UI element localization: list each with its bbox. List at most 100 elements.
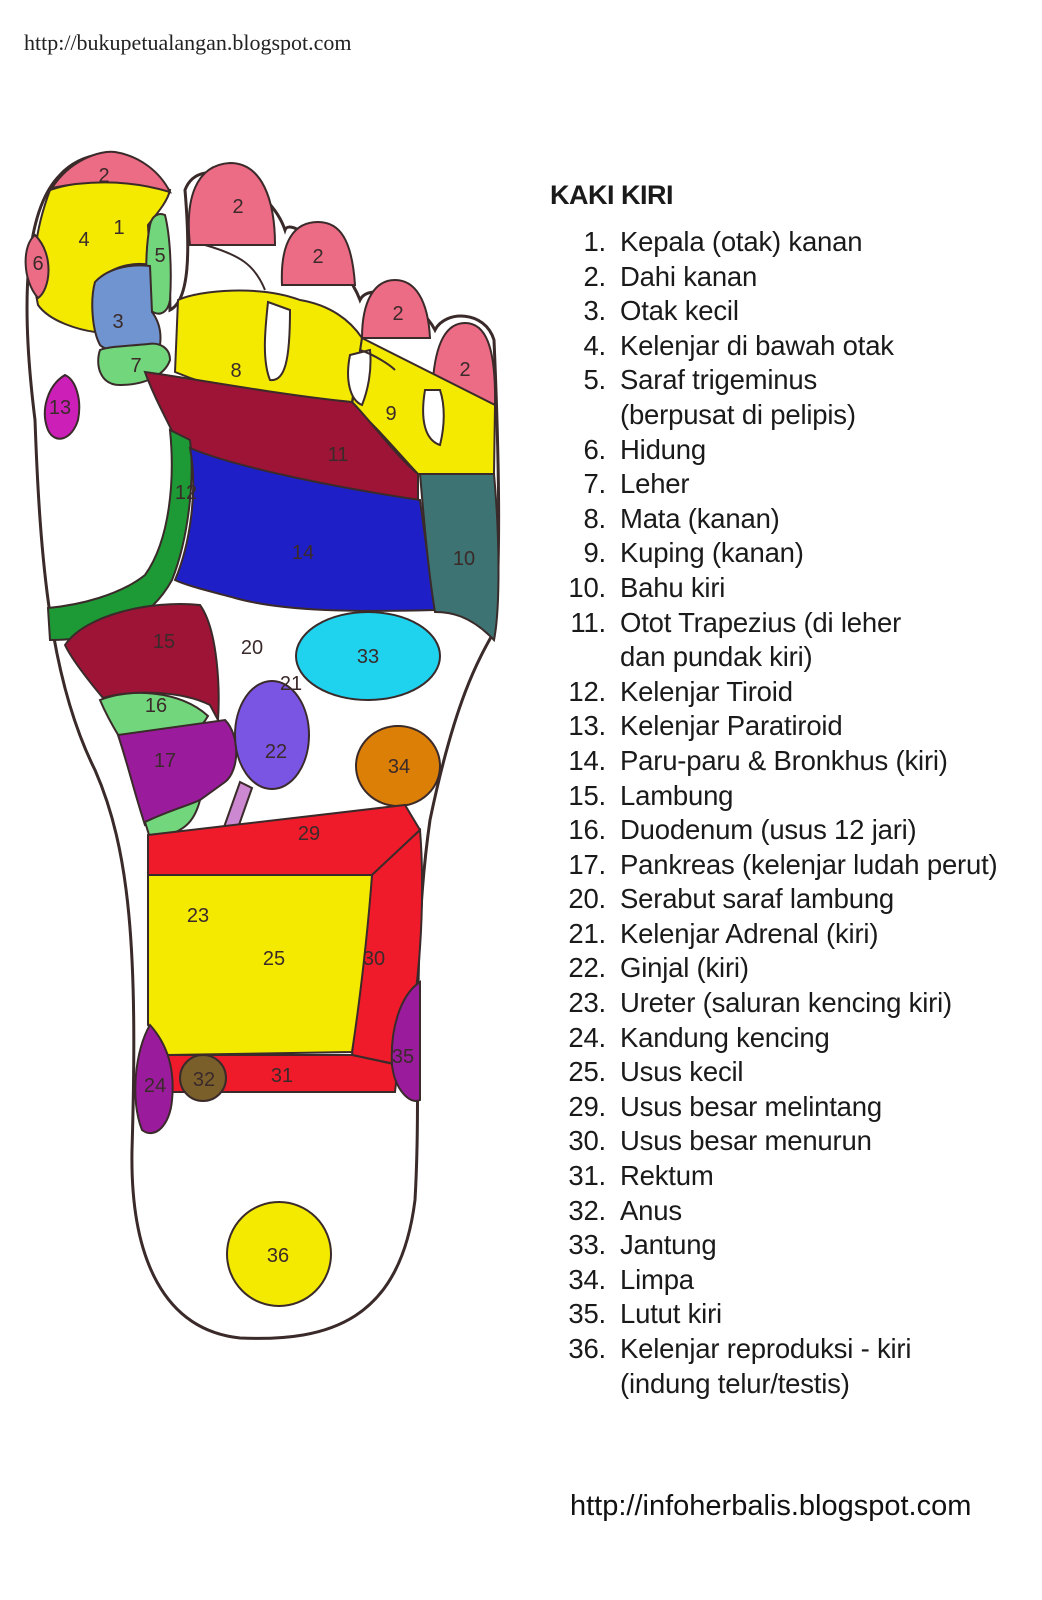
zone-13-parathyroid (43, 373, 81, 440)
legend-item-text: Kelenjar Tiroid (620, 675, 793, 707)
legend-item: 3.Otak kecil (548, 294, 1028, 329)
legend-item-number: 14. (568, 744, 606, 776)
legend-item-text: Kelenjar Adrenal (kiri) (620, 917, 879, 949)
legend-item: 29. Usus besar melintang (548, 1090, 1028, 1125)
legend-item-number: 34. (568, 1263, 606, 1295)
zone-label-31: 31 (271, 1065, 293, 1087)
zone-6-nose (24, 233, 50, 300)
legend-item-text: Bahu kiri (620, 571, 726, 603)
zone-label-11: 11 (328, 444, 349, 466)
legend-item-number: 20. (568, 883, 606, 915)
zone-label-24: 24 (144, 1075, 166, 1097)
legend-item-number: 21. (568, 917, 606, 949)
zone-label-2-toe5: 2 (459, 359, 470, 381)
zone-label-36: 36 (267, 1245, 289, 1267)
legend-item: 20. Serabut saraf lambung (548, 882, 1028, 917)
zone-label-2-toe4: 2 (392, 303, 403, 325)
zone-2-toe-4 (360, 278, 432, 339)
legend-item: 23. Ureter (saluran kencing kiri) (548, 986, 1028, 1021)
legend-item: 25.Usus kecil (548, 1055, 1028, 1090)
legend-item: 21. Kelenjar Adrenal (kiri) (548, 917, 1028, 952)
zone-2-toe-2 (187, 161, 277, 246)
zone-label-34: 34 (388, 756, 410, 778)
legend-item-number: 4. (583, 329, 606, 361)
legend-item-number: 11. (570, 606, 606, 638)
legend-item: 7. Leher (548, 467, 1028, 502)
legend-item-number: 29. (568, 1090, 606, 1122)
source-url-top: http://bukupetualangan.blogspot.com (24, 30, 352, 55)
legend-item-text: Limpa (620, 1263, 694, 1295)
legend-item-number: 1. (583, 226, 606, 257)
legend-item-number: 36. (568, 1333, 606, 1364)
legend-item: 30.Usus besar menurun (548, 1124, 1028, 1159)
legend-item-number: 23. (568, 987, 606, 1019)
legend-item: 31.Rektum (548, 1159, 1028, 1194)
zone-label-20: 20 (241, 637, 263, 659)
legend-item-text: Usus besar menurun (620, 1125, 872, 1157)
zone-33-heart (295, 611, 441, 701)
legend-item-number: 2. (583, 260, 606, 292)
legend-item-text: Leher (620, 468, 690, 500)
legend-item: 34. Limpa (548, 1263, 1028, 1298)
legend-item: 36. Kelenjar reproduksi - kiri (indung te… (548, 1332, 1028, 1401)
legend-item: 11.Otot Trapezius (di leher dan pundak k… (548, 606, 1028, 675)
zone-label-23: 23 (187, 905, 209, 927)
legend-item-text: Ginjal (kiri) (620, 952, 749, 984)
legend-item-number: 15. (568, 779, 606, 811)
zone-22-kidney (234, 680, 310, 790)
legend-item-number: 16. (568, 814, 606, 846)
zone-label-12: 12 (175, 482, 197, 504)
legend-item-text: Otak kecil (620, 295, 739, 327)
legend-item: 1.Kepala (otak) kanan (548, 225, 1028, 260)
legend-item-number: 32. (568, 1194, 606, 1226)
legend-item-text: Saraf trigeminus (berpusat di pelipis) (620, 364, 856, 430)
legend-item-text: Serabut saraf lambung (620, 883, 895, 915)
zone-label-2-toe3: 2 (312, 246, 323, 268)
legend-item-number: 6. (583, 433, 606, 465)
legend-item-text: Ureter (saluran kencing kiri) (620, 987, 952, 1019)
zone-label-14: 14 (292, 542, 314, 564)
legend-item-text: Kelenjar di bawah otak (620, 329, 894, 361)
zone-2-toe-3 (280, 220, 357, 286)
legend-item-text: Pankreas (kelenjar ludah perut) (620, 848, 998, 880)
zone-25-small-intestine (147, 874, 374, 1057)
legend-item: 8.Mata (kanan) (548, 502, 1028, 537)
legend-item: 2.Dahi kanan (548, 260, 1028, 295)
zone-label-15: 15 (153, 631, 175, 653)
legend-item: 16.Duodenum (usus 12 jari) (548, 813, 1028, 848)
legend-item: 5. Saraf trigeminus (berpusat di pelipis) (548, 363, 1028, 432)
source-url-bottom: http://infoherbalis.blogspot.com (570, 1490, 972, 1522)
zone-label-17: 17 (154, 750, 176, 772)
legend-item-number: 17. (568, 848, 606, 880)
legend-item-text: Kuping (kanan) (620, 537, 804, 569)
zone-label-29: 29 (298, 823, 320, 845)
legend-item-number: 7. (583, 468, 606, 500)
zone-label-10: 10 (453, 548, 475, 570)
zone-label-5: 5 (154, 245, 165, 267)
legend-item: 10. Bahu kiri (548, 571, 1028, 606)
legend-item-number: 5. (583, 364, 606, 396)
zone-label-35: 35 (392, 1046, 414, 1068)
legend-item: 33. Jantung (548, 1228, 1028, 1263)
zone-label-3: 3 (112, 311, 123, 333)
legend-item: 24. Kandung kencing (548, 1021, 1028, 1056)
legend-item-text: Usus besar melintang (620, 1090, 882, 1122)
legend-item-number: 10. (568, 571, 606, 603)
legend-item-text: Kelenjar reproduksi - kiri (indung telur… (620, 1333, 912, 1399)
legend-item-number: 33. (568, 1229, 606, 1261)
legend-item-text: Paru-paru & Bronkhus (kiri) (620, 744, 948, 776)
legend-item-number: 24. (568, 1021, 606, 1053)
zone-2-big-toe (49, 150, 172, 194)
zone-label-9: 9 (385, 403, 396, 425)
zone-24-bladder (134, 1023, 174, 1135)
zone-label-25: 25 (263, 948, 285, 970)
legend-item-text: Jantung (620, 1229, 717, 1261)
legend-item-text: Kandung kencing (620, 1021, 830, 1053)
legend-item-text: Anus (620, 1194, 682, 1226)
zone-label-16: 16 (145, 695, 167, 717)
legend-item-number: 35. (568, 1298, 606, 1330)
legend-item: 13.Kelenjar Paratiroid (548, 709, 1028, 744)
zone-14-lungs (173, 446, 437, 612)
legend-item-number: 8. (583, 502, 606, 534)
